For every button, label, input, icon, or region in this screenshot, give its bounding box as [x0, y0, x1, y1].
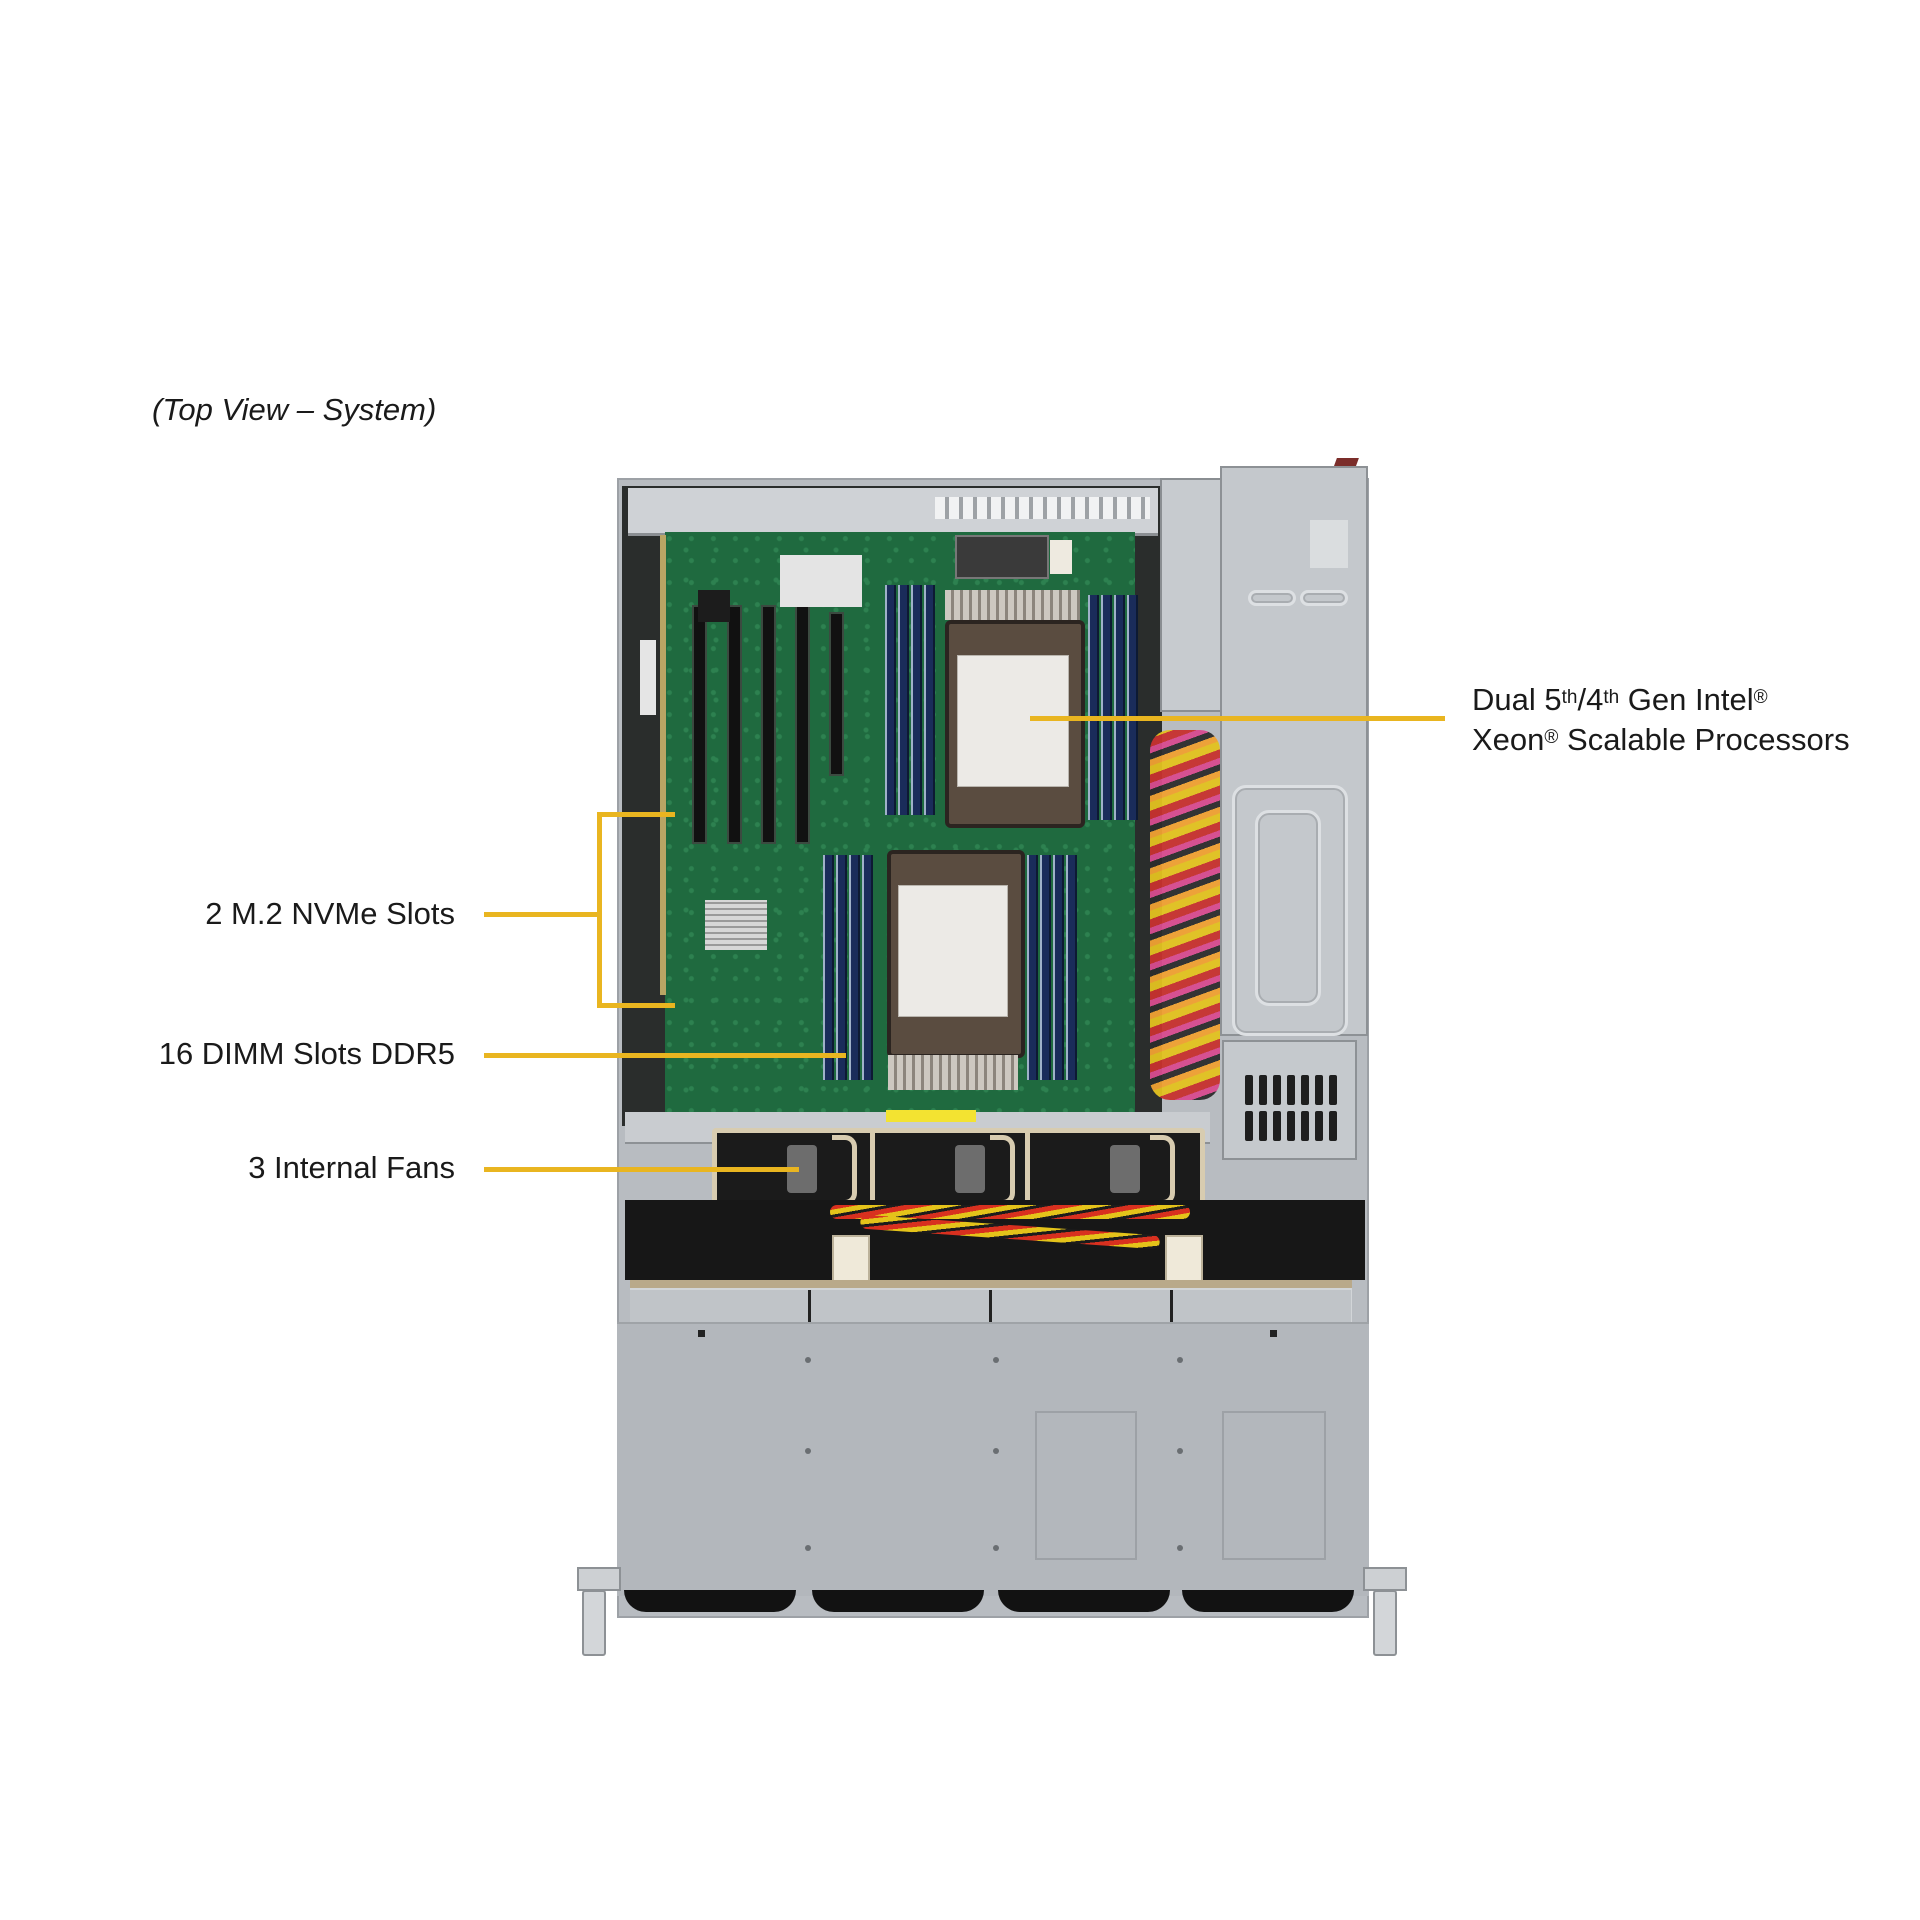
dimm-slot	[1114, 595, 1125, 820]
dimm-slot	[836, 855, 847, 1080]
dimm-slot	[898, 585, 909, 815]
callout-cpu-label: Dual 5th/4th Gen Intel® Xeon® Scalable P…	[1472, 680, 1850, 760]
rear-connector	[955, 535, 1049, 579]
psu-bracket	[1160, 478, 1224, 712]
internal-fan-2	[870, 1128, 1050, 1208]
vrm-heatsink	[888, 1055, 1018, 1090]
callout-cpu-leader	[1030, 716, 1445, 721]
dimm-slot	[862, 855, 873, 1080]
figure-title: (Top View – System)	[152, 392, 437, 427]
screw	[1177, 1545, 1183, 1551]
pcie-slot	[829, 612, 844, 776]
riser-card	[660, 535, 666, 995]
callout-cpu-line1: Dual 5th/4th Gen Intel®	[1472, 682, 1768, 717]
callout-dimm-leader	[484, 1053, 846, 1058]
molex-connector	[832, 1235, 870, 1287]
cover-notch	[698, 1330, 705, 1337]
rack-ear-right	[1363, 1567, 1407, 1591]
screw	[805, 1357, 811, 1363]
dimm-slot	[1101, 595, 1112, 820]
callout-m2-label: 2 M.2 NVMe Slots	[205, 896, 455, 931]
fan-hub	[955, 1145, 985, 1193]
cpu-label-1	[957, 655, 1069, 787]
rack-handle-left	[582, 1590, 606, 1656]
screw	[993, 1357, 999, 1363]
dimm-slot	[1066, 855, 1077, 1080]
dimm-slot	[1040, 855, 1051, 1080]
callout-fans-label: 3 Internal Fans	[248, 1150, 455, 1185]
power-harness	[830, 1205, 1190, 1219]
front-top-cover	[617, 1322, 1369, 1596]
callout-m2-leader	[484, 912, 602, 917]
internal-fan-3	[1025, 1128, 1205, 1208]
pcie-slot	[795, 605, 810, 844]
bmc-heatsink	[705, 900, 767, 950]
callout-m2-bracket	[597, 812, 602, 1008]
drive-backplane	[630, 1280, 1352, 1288]
dimm-slot	[823, 855, 834, 1080]
psu-panel-emboss	[1232, 785, 1348, 1036]
rear-vent-grate	[935, 497, 1150, 519]
dimm-slot	[911, 585, 922, 815]
callout-m2-bracket-bottom	[597, 1003, 675, 1008]
dimm-slot	[1127, 595, 1138, 820]
screw	[1177, 1448, 1183, 1454]
rack-handle-right	[1373, 1590, 1397, 1656]
riser-label	[640, 640, 656, 715]
psu-label-plate	[1310, 520, 1348, 568]
screw	[805, 1545, 811, 1551]
pch-heatsink	[780, 555, 862, 607]
fan-hub	[1110, 1145, 1140, 1193]
psu-slot-emboss	[1300, 590, 1348, 606]
callout-cpu-line2: Xeon® Scalable Processors	[1472, 722, 1850, 757]
drive-bay	[811, 1290, 992, 1322]
screw	[993, 1448, 999, 1454]
dimm-slot	[1053, 855, 1064, 1080]
cover-notch	[1270, 1330, 1277, 1337]
front-bezel-segment	[998, 1590, 1170, 1612]
rack-ear-left	[577, 1567, 621, 1591]
fan-handle	[832, 1135, 857, 1205]
fan-handle	[1150, 1135, 1175, 1205]
psu-panel-emboss	[1255, 810, 1321, 1006]
pcie-slot	[727, 605, 742, 844]
cpu-label-2	[898, 885, 1008, 1017]
drive-bay	[992, 1290, 1173, 1322]
bmc-chip	[698, 590, 730, 622]
vrm-heatsink	[945, 590, 1080, 620]
screw	[993, 1545, 999, 1551]
warning-sticker	[886, 1110, 976, 1122]
dimm-slot	[924, 585, 935, 815]
front-bezel-segment	[624, 1590, 796, 1612]
psu-slot-emboss	[1248, 590, 1296, 606]
cover-panel	[1035, 1411, 1137, 1560]
dimm-slot	[1027, 855, 1038, 1080]
callout-fans-leader	[484, 1167, 799, 1172]
dimm-slot	[885, 585, 896, 815]
front-bezel-segment	[1182, 1590, 1354, 1612]
power-connector	[1050, 540, 1072, 574]
front-bezel-segment	[812, 1590, 984, 1612]
fan-handle	[990, 1135, 1015, 1205]
pcie-slot	[692, 605, 707, 844]
callout-dimm-label: 16 DIMM Slots DDR5	[158, 1036, 455, 1071]
cover-panel	[1222, 1411, 1326, 1560]
screw	[805, 1448, 811, 1454]
callout-m2-bracket-top	[597, 812, 675, 817]
screw	[1177, 1357, 1183, 1363]
drive-bay	[1173, 1290, 1351, 1322]
pcie-slot	[761, 605, 776, 844]
dimm-slot	[849, 855, 860, 1080]
power-cable-bundle	[1150, 730, 1220, 1100]
drive-bay	[630, 1290, 811, 1322]
psu-vent-grid	[1245, 1075, 1345, 1141]
dimm-slot	[1088, 595, 1099, 820]
